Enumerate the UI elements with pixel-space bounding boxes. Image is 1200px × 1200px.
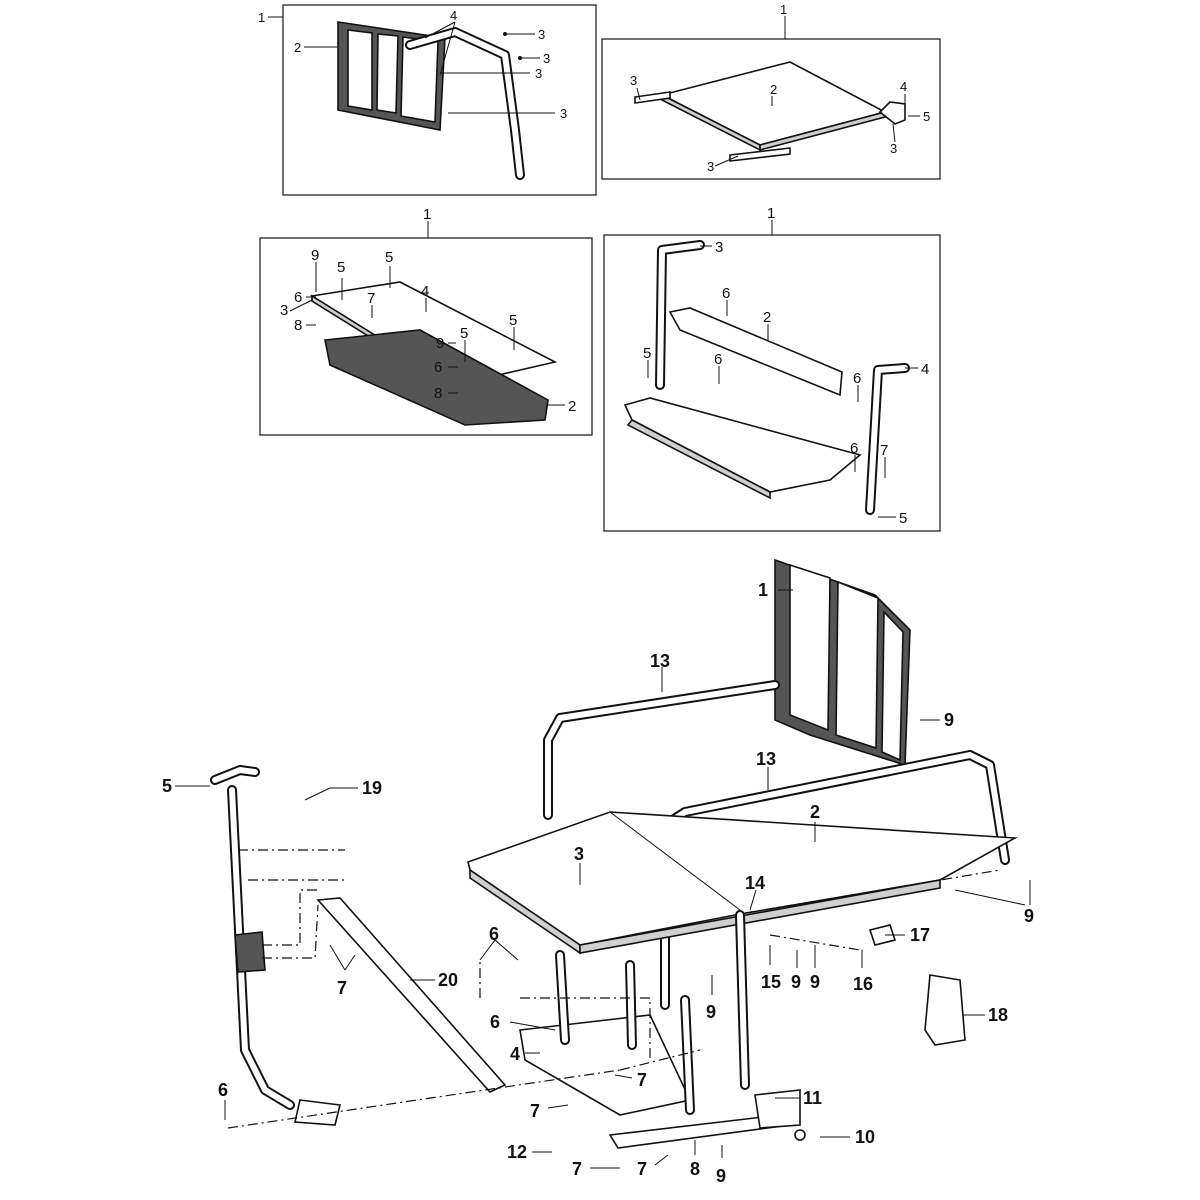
panel-frame bbox=[259, 237, 593, 436]
callout-5: 5 bbox=[923, 109, 930, 124]
callout-20: 20 bbox=[438, 970, 458, 990]
callout-1: 1 bbox=[758, 580, 768, 600]
callout-4: 4 bbox=[900, 79, 907, 94]
callout-18: 18 bbox=[988, 1005, 1008, 1025]
callout-3a: 3 bbox=[538, 27, 545, 42]
callout-3: 3 bbox=[715, 239, 723, 256]
callout-9a: 9 bbox=[944, 710, 954, 730]
callout-16: 16 bbox=[853, 974, 873, 994]
callout-9f: 9 bbox=[716, 1166, 726, 1186]
callout-9d: 9 bbox=[791, 972, 801, 992]
callout-7: 7 bbox=[367, 290, 375, 307]
callout-2: 2 bbox=[810, 802, 820, 822]
callout-13b: 13 bbox=[756, 749, 776, 769]
cargo-tray bbox=[324, 329, 549, 426]
callout-19: 19 bbox=[362, 778, 382, 798]
callout-1: 1 bbox=[780, 2, 787, 17]
callout-2: 2 bbox=[763, 309, 771, 326]
main-assembly: 1 2 3 4 5 6 6 6 7 7 7 7 7 8 9 9 9 9 9 bbox=[162, 558, 1034, 1186]
panel-top-left: 1 2 3 3 3 3 4 bbox=[258, 4, 597, 196]
callout-3d: 3 bbox=[560, 106, 567, 121]
callout-5b: 5 bbox=[899, 510, 907, 527]
callout-7c: 7 bbox=[530, 1101, 540, 1121]
callout-4: 4 bbox=[510, 1044, 520, 1064]
callout-3c: 3 bbox=[890, 141, 897, 156]
callout-14: 14 bbox=[745, 873, 765, 893]
callout-5d: 5 bbox=[509, 312, 517, 329]
callout-6c: 6 bbox=[853, 370, 861, 387]
callout-3: 3 bbox=[280, 302, 288, 319]
callout-10: 10 bbox=[855, 1127, 875, 1147]
callout-6b: 6 bbox=[714, 351, 722, 368]
callout-8: 8 bbox=[690, 1159, 700, 1179]
callout-8a: 8 bbox=[294, 317, 302, 334]
callout-6c: 6 bbox=[218, 1080, 228, 1100]
callout-6d: 6 bbox=[850, 440, 858, 457]
callout-1: 1 bbox=[258, 10, 265, 25]
callout-2: 2 bbox=[568, 398, 576, 415]
callout-3b: 3 bbox=[543, 51, 550, 66]
callout-6a: 6 bbox=[722, 285, 730, 302]
callout-2: 2 bbox=[294, 40, 301, 55]
callout-7: 7 bbox=[880, 442, 888, 459]
latch-18 bbox=[924, 974, 966, 1046]
callout-6b: 6 bbox=[434, 359, 442, 376]
panel-frame bbox=[282, 4, 597, 196]
callout-1: 1 bbox=[423, 206, 431, 223]
callout-5a: 5 bbox=[643, 345, 651, 362]
callout-4: 4 bbox=[921, 361, 929, 378]
callout-8b: 8 bbox=[434, 385, 442, 402]
callout-5: 5 bbox=[162, 776, 172, 796]
callout-5b: 5 bbox=[385, 249, 393, 266]
callout-3b: 3 bbox=[707, 159, 714, 174]
callout-9b: 9 bbox=[1024, 906, 1034, 926]
callout-6b: 6 bbox=[490, 1012, 500, 1032]
callout-1: 1 bbox=[767, 205, 775, 222]
callout-7e: 7 bbox=[637, 1159, 647, 1179]
callout-3: 3 bbox=[574, 844, 584, 864]
callout-15: 15 bbox=[761, 972, 781, 992]
panel-mid-left: 1 3 2 4 5 5 5 5 6 6 7 8 8 9 9 bbox=[259, 206, 593, 436]
callout-4: 4 bbox=[450, 8, 457, 23]
callout-17: 17 bbox=[910, 925, 930, 945]
panel-mid-right: 1 2 3 4 5 5 6 6 6 6 7 bbox=[603, 205, 941, 532]
callout-11: 11 bbox=[803, 1088, 822, 1108]
panel-frame bbox=[601, 38, 941, 180]
panel-top-right: 1 2 3 3 3 4 5 bbox=[601, 2, 941, 180]
callout-7a: 7 bbox=[337, 978, 347, 998]
callout-9b: 9 bbox=[436, 335, 444, 352]
callout-13a: 13 bbox=[650, 651, 670, 671]
callout-5a: 5 bbox=[337, 259, 345, 276]
callout-12: 12 bbox=[507, 1142, 527, 1162]
callout-6a: 6 bbox=[294, 289, 302, 306]
callout-9e: 9 bbox=[810, 972, 820, 992]
callout-9c: 9 bbox=[706, 1002, 716, 1022]
callout-4: 4 bbox=[421, 283, 429, 300]
lower-tray bbox=[519, 1014, 692, 1116]
cargo-floor bbox=[659, 61, 888, 146]
callout-5c: 5 bbox=[460, 325, 468, 342]
callout-3c: 3 bbox=[535, 66, 542, 81]
callout-7b: 7 bbox=[637, 1070, 647, 1090]
seat-back-panel bbox=[668, 307, 843, 397]
callout-9a: 9 bbox=[311, 247, 319, 264]
callout-7d: 7 bbox=[572, 1159, 582, 1179]
callout-2: 2 bbox=[770, 82, 777, 97]
diagonal-brace bbox=[316, 897, 507, 1093]
callout-3a: 3 bbox=[630, 73, 637, 88]
callout-6a: 6 bbox=[489, 924, 499, 944]
